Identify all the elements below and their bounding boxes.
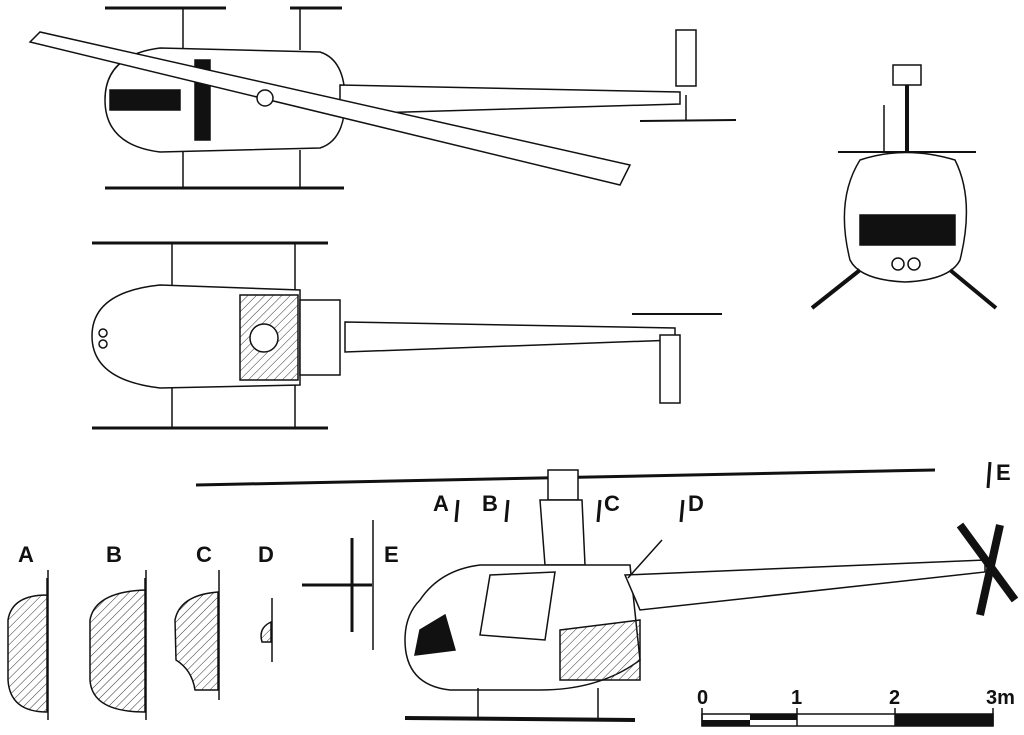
profile-label-c: C bbox=[196, 542, 212, 567]
profile-label-a: A bbox=[18, 542, 34, 567]
top-view bbox=[28, 6, 737, 190]
scale-tick-2: 2 bbox=[889, 687, 900, 709]
bottom-view bbox=[91, 241, 722, 430]
side-view bbox=[195, 468, 1019, 722]
profile-label-e: E bbox=[384, 542, 399, 567]
scale-bar: 0 1 2 3m bbox=[697, 687, 1015, 727]
section-marker-e: E bbox=[996, 460, 1011, 485]
section-marker-c: C bbox=[604, 491, 620, 516]
section-marker-b: B bbox=[482, 491, 498, 516]
section-marker-d: D bbox=[688, 491, 704, 516]
scale-tick-0: 0 bbox=[697, 687, 708, 709]
profile-label-b: B bbox=[106, 542, 122, 567]
section-profiles bbox=[7, 520, 374, 720]
scale-tick-1: 1 bbox=[791, 687, 802, 709]
section-cut-markers bbox=[454, 461, 992, 523]
profile-label-d: D bbox=[258, 542, 274, 567]
section-marker-a: A bbox=[433, 491, 449, 516]
front-view bbox=[810, 64, 998, 310]
scale-tick-3m: 3m bbox=[986, 687, 1015, 709]
